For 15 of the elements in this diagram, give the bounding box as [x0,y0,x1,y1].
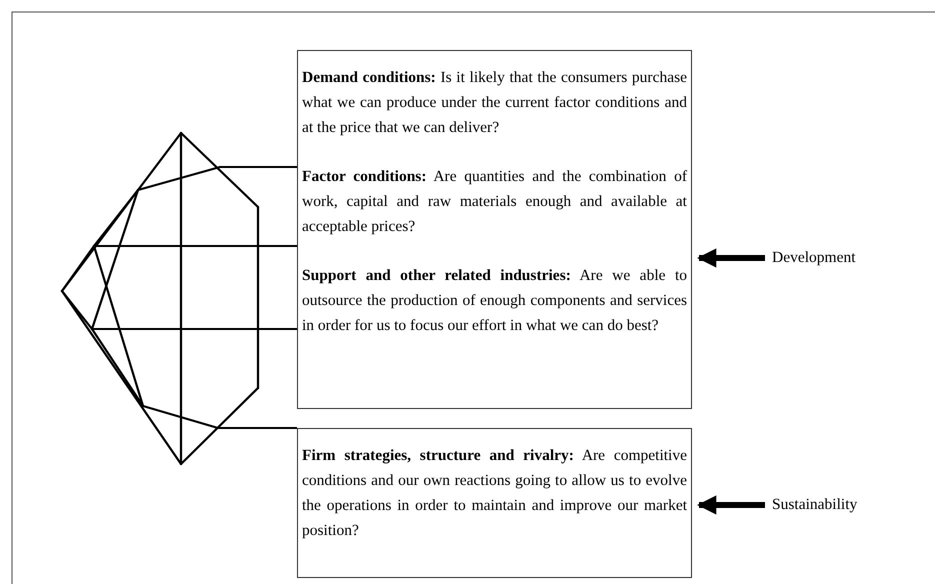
side-label: Sustainability [772,495,882,515]
question-box [297,428,692,578]
side-label: Development [772,248,872,268]
question-paragraph: Support and other related industries: Are we able to outsource the production of enough components and services in order for us to focus our effort in what we can do best? [302,266,687,336]
question-paragraph: Demand conditions: Is it likely that the consumers purchase what we can produce under the current factor conditions and at the price that we can deliver? [302,68,687,138]
question-paragraph: Firm strategies, structure and rivalry: Are competitive conditions and our own reactions going to allow us to evolve the operations in order to maintain and improve our market position? [302,446,687,541]
question-paragraph: Factor conditions: Are quantities and the combination of work, capital and raw materials enough and available at acceptable prices? [302,167,687,237]
question-box [297,50,692,409]
connector-line [92,328,297,330]
connector-line [218,427,297,429]
arrow [697,495,765,515]
diamond-drawing [60,131,260,466]
arrow [697,248,765,268]
connector-line [220,166,297,168]
connector-line [94,245,297,247]
